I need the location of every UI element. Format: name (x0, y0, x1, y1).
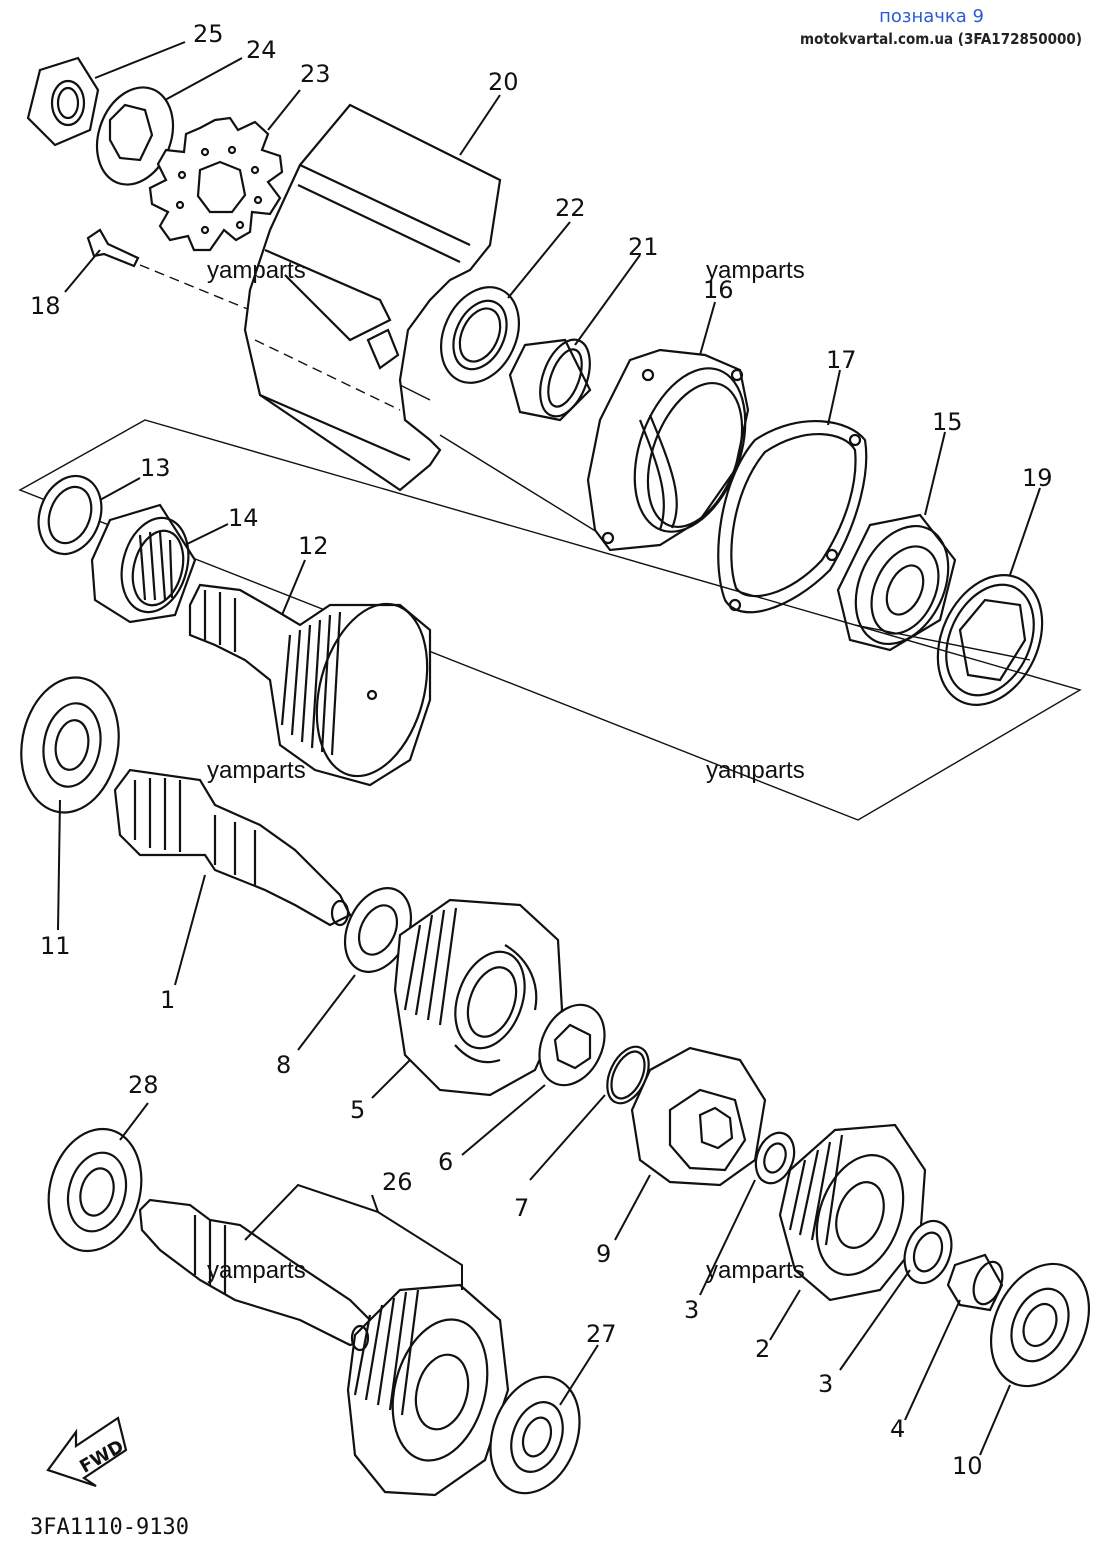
part-label-22: 22 (555, 194, 586, 222)
part-25-nut (26, 56, 100, 147)
watermark: yamparts (207, 1257, 306, 1284)
part-label-23: 23 (300, 60, 331, 88)
part-2-gear (778, 1123, 927, 1302)
part-label-8: 8 (276, 1051, 291, 1079)
part-label-13: 13 (140, 454, 171, 482)
part-label-26: 26 (382, 1168, 413, 1196)
diagram-code: 3FA1110-9130 (30, 1515, 189, 1540)
part-label-3-lower: 3 (818, 1370, 833, 1398)
part-label-3-upper: 3 (684, 1296, 699, 1324)
part-label-12: 12 (298, 532, 329, 560)
part-13-washer (37, 474, 103, 556)
part-28-bearing (47, 1127, 143, 1253)
part-label-2: 2 (755, 1335, 770, 1363)
part-24-lock-washer (95, 86, 175, 186)
part-27-bearing (489, 1375, 581, 1495)
header-title: позначка 9 (879, 6, 984, 27)
watermark: yamparts (706, 757, 805, 784)
part-17-gasket (717, 420, 868, 614)
watermark: yamparts (706, 1257, 805, 1284)
part-6-washer (538, 1003, 606, 1087)
part-22-oil-seal (440, 286, 520, 384)
part-label-9: 9 (596, 1240, 611, 1268)
part-19-bearing-retainer (936, 574, 1044, 706)
part-label-18: 18 (30, 292, 61, 320)
part-label-21: 21 (628, 233, 659, 261)
part-label-7: 7 (514, 1194, 529, 1222)
part-label-11: 11 (40, 932, 71, 960)
part-label-25: 25 (193, 20, 224, 48)
part-label-14: 14 (228, 504, 259, 532)
part-3-washer-lower (903, 1219, 953, 1285)
part-20-sprocket-cover (243, 103, 502, 492)
assembly-outline (18, 419, 1082, 821)
part-label-6: 6 (438, 1148, 453, 1176)
part-label-24: 24 (246, 36, 277, 64)
header-source: motokvartal.com.ua (3FA172850000) (800, 30, 1082, 48)
fwd-arrow-icon: FWD (46, 1416, 128, 1488)
part-label-17: 17 (826, 346, 857, 374)
part-21-collar (508, 338, 592, 422)
part-10-bearing (989, 1262, 1091, 1388)
leader-lines (57, 41, 1041, 1456)
part-label-5: 5 (350, 1096, 365, 1124)
part-3-washer-upper (754, 1131, 796, 1185)
part-23-drive-sprocket (148, 116, 284, 252)
part-label-4: 4 (890, 1415, 905, 1443)
part-label-20: 20 (488, 68, 519, 96)
part-label-28: 28 (128, 1071, 159, 1099)
part-5-gear (393, 898, 564, 1097)
part-4-bushing (946, 1253, 1004, 1312)
part-label-16: 16 (703, 276, 734, 304)
part-16-bearing-housing (586, 348, 750, 552)
part-label-15: 15 (932, 408, 963, 436)
watermark: yamparts (207, 257, 306, 284)
part-12-axle-gear (188, 583, 432, 787)
part-14-needle-bearing (90, 503, 197, 624)
watermark: yamparts (207, 757, 306, 784)
part-11-bearing (20, 676, 120, 814)
part-label-10: 10 (952, 1452, 983, 1480)
part-9-dog-clutch (630, 1046, 767, 1187)
part-15-bearing (836, 513, 957, 652)
part-26-drive-axle (138, 1198, 510, 1497)
watermark: yamparts (706, 257, 805, 284)
part-label-1: 1 (160, 986, 175, 1014)
part-18-bolt (86, 228, 140, 268)
part-label-19: 19 (1022, 464, 1053, 492)
part-label-27: 27 (586, 1320, 617, 1348)
part-1-main-axle (113, 768, 352, 927)
